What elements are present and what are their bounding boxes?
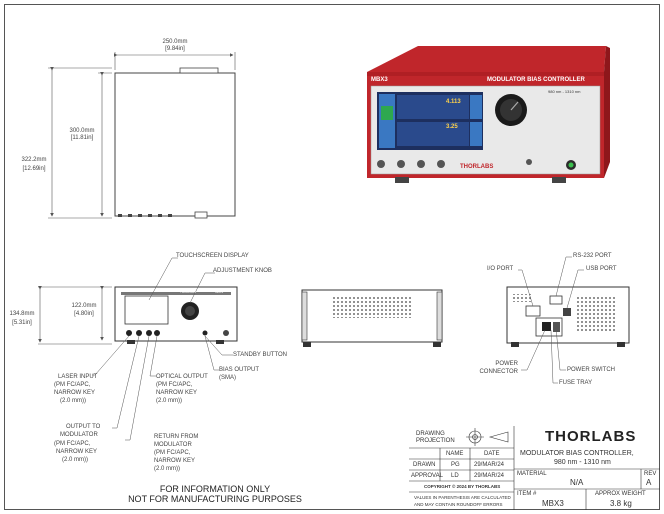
callout-optical-output-sub3: (2.0 mm)) [156,398,182,404]
callout-return-from-sub2: NARROW KEY [154,458,196,464]
callout-power-switch: POWER SWITCH [567,367,615,373]
callout-touchscreen: TOUCHSCREEN DISPLAY [176,253,249,259]
tb-material-label: MATERIAL [517,471,547,477]
callout-output-to-sub1: (PM FC/APC, [54,441,91,447]
dim-side-height-mm: 134.8mm [9,311,35,317]
callout-usb: USB PORT [586,266,617,272]
callout-output-to-2: MODULATOR [60,432,98,438]
callout-bias-output-sub: (SMA) [219,375,236,381]
tb-description-1: MODULATOR BIAS CONTROLLER, [520,450,634,457]
tb-material-value: N/A [570,478,584,487]
callout-laser-input-sub2: NARROW KEY [54,390,96,396]
dim-inner-height-in: [4.80in] [74,311,94,317]
side-view [301,289,443,347]
callout-return-from-sub1: (PM FC/APC, [154,450,191,456]
callout-standby: STANDBY BUTTON [233,352,288,358]
tb-weight-value: 3.8 kg [610,499,632,508]
product-photo [367,46,610,183]
photo-model: MBX3 [371,77,388,83]
thorlabs-logo: THORLABS [545,428,637,445]
photo-product: MODULATOR BIAS CONTROLLER [487,77,585,83]
drawing-sheet [4,4,660,510]
rear-view [506,256,630,384]
dim-front-height-in: [11.81in] [70,135,94,141]
dim-overall-height-mm: 322.2mm [21,157,47,163]
dim-top-width-mm: 250.0mm [162,39,188,45]
dim-inner-height-mm: 122.0mm [71,303,97,309]
callout-io-port: I/O PORT [487,266,514,272]
callout-return-from-2: MODULATOR [154,442,192,448]
tb-drawn-name: PG [451,462,460,468]
callout-bias-output: BIAS OUTPUT [219,367,260,373]
dim-top-width-in: [9.84in] [165,46,185,52]
dim-front-height-mm: 300.0mm [69,128,95,134]
photo-screen-value2: 3.25 [446,124,458,130]
tb-rev-label: REV [644,471,657,477]
callout-output-to-sub2: NARROW KEY [56,449,98,455]
tb-row-approval: APPROVAL [411,473,443,479]
tb-row-drawn: DRAWN [413,462,436,468]
tb-rev-value: A [646,478,652,487]
callout-power-connector: POWER [495,361,518,367]
callout-optical-output-sub2: NARROW KEY [156,390,198,396]
callout-laser-input-sub3: (2.0 mm)) [60,398,86,404]
tb-drawing-projection-1: DRAWING [416,431,445,437]
information-note: FOR INFORMATION ONLY NOT FOR MANUFACTURI… [100,484,330,504]
information-note-line1: FOR INFORMATION ONLY [159,484,271,494]
callout-power-connector-2: CONNECTOR [479,369,518,375]
title-block-lines [409,426,660,510]
information-note-line2: NOT FOR MANUFACTURING PURPOSES [128,494,302,504]
front-panel-view [38,257,238,441]
tb-drawing-projection-2: PROJECTION [416,438,455,444]
photo-range: 980 nm - 1310 nm [548,89,581,94]
callout-output-to: OUTPUT TO [66,424,101,430]
callout-output-to-sub3: (2.0 mm)) [62,457,88,463]
callout-optical-output: OPTICAL OUTPUT [156,374,208,380]
front-panel-model: MBX3 [215,290,224,294]
callout-adjust-knob: ADJUSTMENT KNOB [213,268,272,274]
tb-col-name: NAME [446,451,464,457]
callout-optical-output-sub1: (PM FC/APC, [156,382,193,388]
tb-values-note-1: VALUES IN PARENTHESIS ARE CALCULATED [414,495,511,500]
callout-fuse-tray: FUSE TRAY [559,380,593,386]
callout-rs232: RS-232 PORT [573,253,612,259]
callout-return-from-sub3: (2.0 mm)) [154,466,180,472]
tb-item-label: ITEM # [517,491,537,497]
callout-laser-input-sub1: (PM FC/APC, [54,382,91,388]
tb-weight-label: APPROX WEIGHT [595,491,646,497]
tb-copyright: COPYRIGHT © 2024 BY THORLABS [424,484,501,489]
tb-col-date: DATE [484,451,500,457]
front-view-large [48,52,236,219]
tb-description-2: 980 nm - 1310 nm [554,459,611,466]
dim-overall-height-in: [12.69in] [22,166,46,172]
callout-laser-input: LASER INPUT [58,374,98,380]
tb-approval-name: LD [451,473,459,479]
tb-item-value: MBX3 [542,499,564,508]
front-panel-brand: THORLABS [180,290,197,294]
dim-side-height-in: [5.31in] [12,320,32,326]
tb-values-note-2: AND MAY CONTAIN ROUNDOFF ERRORS [414,502,503,507]
photo-screen-value1: 4.113 [446,99,461,105]
tb-approval-date: 29/MAR/24 [474,473,505,479]
tb-drawn-date: 29/MAR/24 [474,462,505,468]
photo-brand: THORLABS [460,164,494,170]
callout-return-from: RETURN FROM [154,434,199,440]
